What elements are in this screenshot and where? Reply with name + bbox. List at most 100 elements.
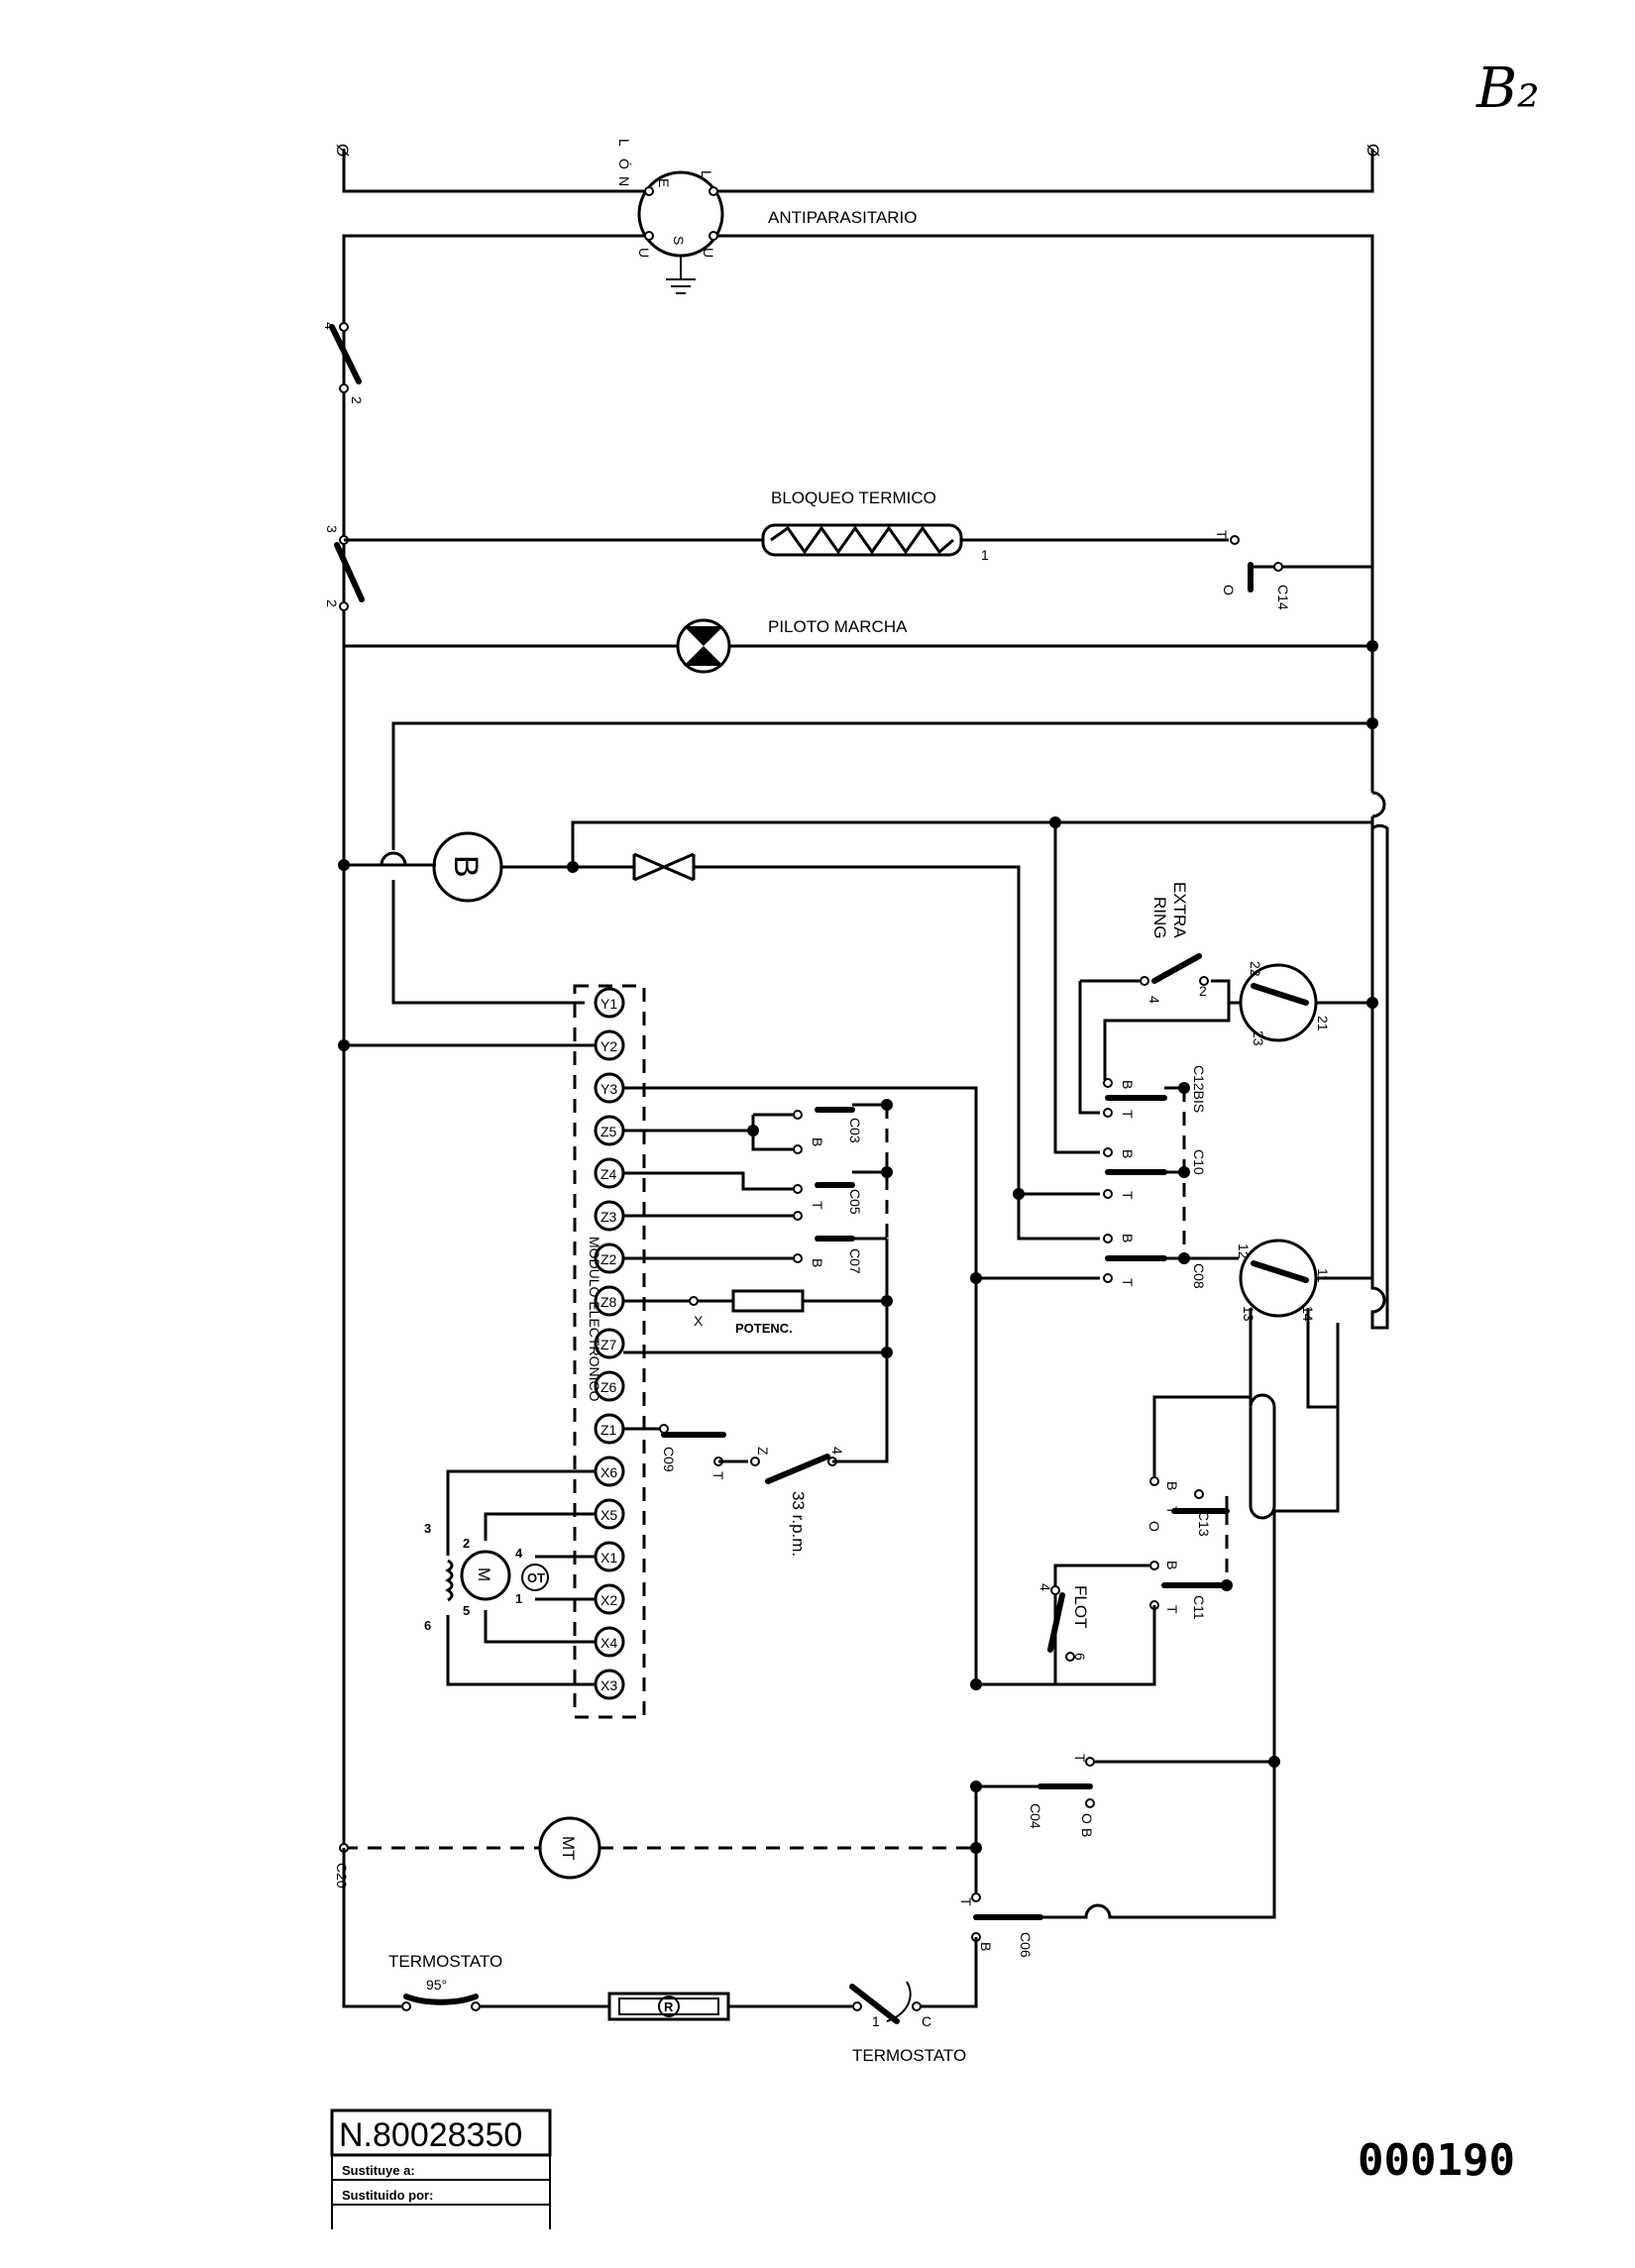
svg-text:Y1: Y1 bbox=[600, 996, 617, 1012]
protector-pin-1: 1 bbox=[515, 1591, 522, 1606]
filter-label: ANTIPARASITARIO bbox=[768, 208, 918, 227]
main-switch-pin-2: 2 bbox=[349, 396, 365, 404]
c14-t: T bbox=[1214, 530, 1230, 539]
timer-motor: MT bbox=[538, 1816, 601, 1880]
module-pin-z4: Z4 bbox=[594, 1157, 625, 1189]
c07-b: B bbox=[810, 1258, 825, 1267]
c12bis-label: C12BIS bbox=[1191, 1065, 1207, 1113]
module-pin-x5: X5 bbox=[594, 1498, 625, 1530]
module-pin-x2: X2 bbox=[594, 1583, 625, 1615]
module-label: MODULO ELECTRONICO bbox=[587, 1237, 602, 1402]
c08-b: B bbox=[1120, 1234, 1136, 1242]
module-pin-x3: X3 bbox=[594, 1669, 625, 1700]
c07-label: C07 bbox=[847, 1248, 863, 1274]
motor-protector: OT 4 1 bbox=[515, 1546, 549, 1606]
c14-label: C14 bbox=[1275, 585, 1291, 610]
c06-b: B bbox=[978, 1942, 994, 1951]
filter-term-s: S bbox=[671, 236, 687, 245]
sheet-number: 000190 bbox=[1358, 2135, 1515, 2186]
module-pin-x1: X1 bbox=[594, 1541, 625, 1572]
ground-icon bbox=[666, 256, 696, 294]
pilot-label: PILOTO MARCHA bbox=[768, 617, 908, 636]
module-pins: Y1 Y2 Y3 Z5 Z4 Z3 Z2 Z8 Z7 Z6 Z1 X6 X5 X… bbox=[594, 987, 625, 1700]
svg-text:Y3: Y3 bbox=[600, 1081, 617, 1097]
replaces-label: Sustituye a: bbox=[342, 2163, 415, 2178]
c04-t: T bbox=[1072, 1754, 1088, 1763]
selector-1-pin-23: 23 bbox=[1251, 1030, 1266, 1046]
c03-label: C03 bbox=[847, 1118, 863, 1143]
svg-text:OT: OT bbox=[527, 1570, 545, 1585]
c12bis-b: B bbox=[1120, 1080, 1136, 1089]
module-pin-z5: Z5 bbox=[594, 1115, 625, 1146]
c06-t: T bbox=[958, 1897, 974, 1906]
wire-y3-common bbox=[623, 1086, 978, 1684]
module-pin-z1: Z1 bbox=[594, 1413, 625, 1445]
drawing-number: N.80028350 bbox=[339, 2116, 522, 2154]
potentiometer bbox=[731, 1289, 805, 1313]
c14-o: O bbox=[1221, 585, 1237, 595]
thermostat-95-label: TERMOSTATO bbox=[388, 1952, 502, 1971]
c04-b: B bbox=[1079, 1828, 1095, 1837]
right-rail bbox=[713, 234, 1374, 793]
c13-t: T bbox=[1164, 1506, 1180, 1515]
pilot-lamp: PILOTO MARCHA bbox=[676, 617, 908, 674]
svg-text:X6: X6 bbox=[600, 1464, 617, 1480]
c09-label: C09 bbox=[661, 1447, 677, 1472]
selector-2-pin-11: 11 bbox=[1315, 1268, 1331, 1283]
c11-b: B bbox=[1164, 1561, 1180, 1569]
module-pin-y1: Y1 bbox=[594, 987, 625, 1019]
filter-term-e: E bbox=[656, 178, 672, 187]
svg-text:Z8: Z8 bbox=[600, 1294, 617, 1310]
svg-text:Z2: Z2 bbox=[600, 1251, 617, 1267]
module-pin-z7: Z7 bbox=[594, 1328, 625, 1359]
motor-pin-6: 6 bbox=[424, 1618, 431, 1633]
main-switch-pin-4: 4 bbox=[322, 322, 338, 330]
selector-2-pin-12: 12 bbox=[1236, 1243, 1252, 1259]
selector-1-pin-22: 22 bbox=[1248, 961, 1263, 977]
interference-filter: L Ó N E S L U U ANTIPARASITARIO bbox=[616, 139, 918, 294]
speed-switch-pin-4: 4 bbox=[829, 1447, 845, 1455]
float-pin-6: 6 bbox=[1072, 1653, 1088, 1661]
extra-rinse-label-2: RING bbox=[1150, 897, 1169, 939]
motor-pin-3: 3 bbox=[424, 1521, 431, 1536]
pot-x: X bbox=[694, 1313, 704, 1329]
svg-text:Z3: Z3 bbox=[600, 1209, 617, 1225]
filter-term-l: L bbox=[616, 139, 632, 147]
filter-term-o: Ó bbox=[616, 159, 632, 169]
c05-t: T bbox=[810, 1201, 825, 1210]
pump: B bbox=[432, 831, 503, 903]
svg-text:Z6: Z6 bbox=[600, 1379, 617, 1395]
filter-term-l2: L bbox=[699, 170, 714, 178]
selector-1-pin-21: 21 bbox=[1315, 1016, 1331, 1031]
c05-label: C05 bbox=[847, 1189, 863, 1215]
timer-motor-symbol: MT bbox=[559, 1836, 578, 1861]
svg-text:Z7: Z7 bbox=[600, 1337, 617, 1352]
c13-b: B bbox=[1164, 1481, 1180, 1490]
filter-term-u-left: U bbox=[636, 248, 652, 258]
svg-text:Z1: Z1 bbox=[600, 1422, 617, 1438]
replaced-by-label: Sustituido por: bbox=[342, 2188, 433, 2203]
wire-top-loop bbox=[391, 721, 1372, 850]
selector-2-pin-13: 13 bbox=[1241, 1306, 1256, 1322]
pump-symbol: B bbox=[447, 855, 485, 878]
c11-label: C11 bbox=[1191, 1595, 1207, 1620]
svg-text:Z4: Z4 bbox=[600, 1166, 617, 1182]
svg-text:X5: X5 bbox=[600, 1507, 617, 1523]
module-pin-z3: Z3 bbox=[594, 1200, 625, 1232]
thermostat-adj-label: TERMOSTATO bbox=[852, 2046, 966, 2065]
svg-text:X3: X3 bbox=[600, 1677, 617, 1693]
module-pin-y3: Y3 bbox=[594, 1072, 625, 1104]
filter-term-n: N bbox=[616, 176, 632, 186]
c10-label: C10 bbox=[1191, 1149, 1207, 1175]
c09-t: T bbox=[710, 1471, 726, 1480]
extra-rinse-label-1: EXTRA bbox=[1170, 882, 1189, 938]
thermal-lock-end: 1 bbox=[981, 547, 989, 563]
door-switch-pin-2: 2 bbox=[324, 599, 340, 607]
thermostat-95: TERMOSTATO 95° bbox=[388, 1952, 502, 2011]
main-switch: 4 2 bbox=[322, 236, 365, 404]
title-block: N.80028350 Sustituye a: Sustituido por: bbox=[330, 2108, 552, 2229]
supply-wire-left bbox=[342, 149, 649, 193]
c10-b: B bbox=[1120, 1149, 1136, 1158]
module-pin-z6: Z6 bbox=[594, 1370, 625, 1402]
